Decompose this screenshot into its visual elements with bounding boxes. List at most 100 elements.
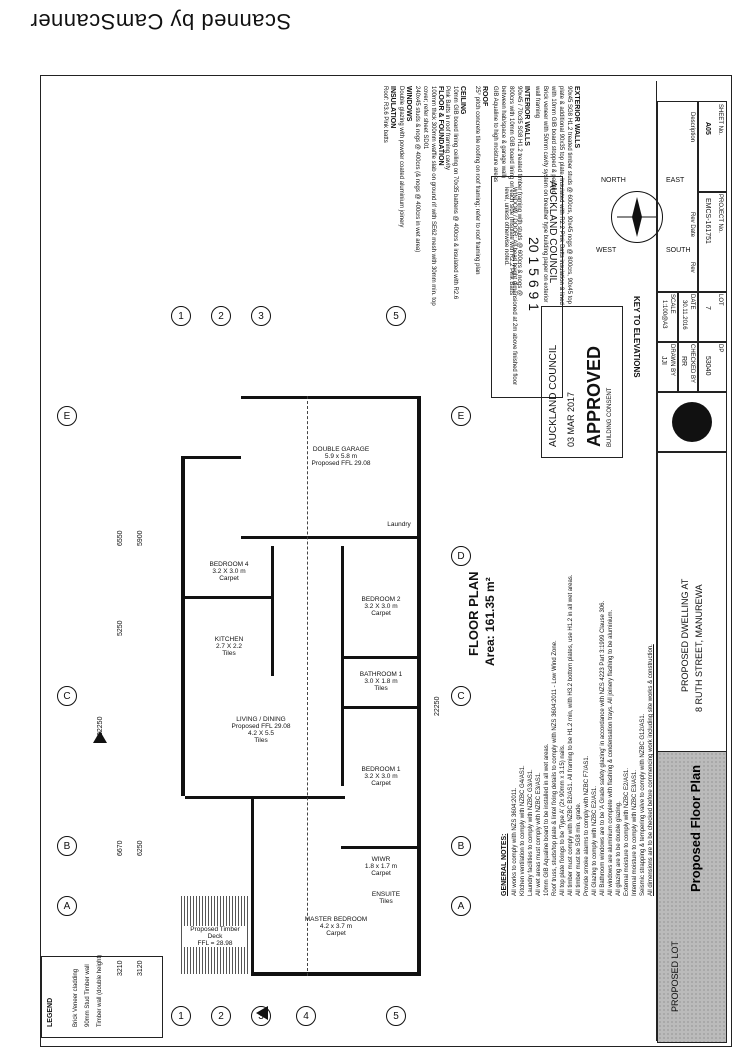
dim-6670: 6670 bbox=[117, 840, 124, 856]
grid-bubble-b-bottom: B bbox=[451, 836, 471, 856]
stamp-approved: APPROVED bbox=[584, 345, 604, 447]
grid-bubble-5-right: 5 bbox=[386, 306, 406, 326]
stamp-ref: 20 1 5 6 9 1 bbox=[526, 237, 542, 311]
compass-south: SOUTH bbox=[666, 247, 691, 254]
dim-6250: 6250 bbox=[137, 840, 144, 856]
grid-bubble-b: B bbox=[57, 836, 77, 856]
wall-bed4 bbox=[185, 596, 273, 599]
grid-bubble-c: C bbox=[57, 686, 77, 706]
spec-exterior-walls: EXTERIOR WALLS bbox=[573, 86, 580, 149]
dim-5900: 5900 bbox=[137, 530, 144, 546]
note-8: All timber must comply with NZBC B2/AS1.… bbox=[568, 574, 574, 896]
legend-item-1: Brick Veneer cladding bbox=[73, 968, 79, 1027]
note-12: All Bathroom windows are to be 'A Grade … bbox=[600, 600, 606, 896]
wall-corridor-l bbox=[271, 546, 274, 676]
grid-bubble-3-right: 3 bbox=[251, 306, 271, 326]
note-6: Roof truss, studs/top plate & lintel fix… bbox=[552, 640, 558, 896]
dim-5250: 5250 bbox=[117, 620, 124, 636]
grid-bubble-e-bottom: E bbox=[451, 406, 471, 426]
corridor-centerline bbox=[307, 396, 308, 976]
note-3: Laundry facilities to comply with NZBC G… bbox=[528, 769, 534, 896]
note-5: 10mm GIB Aqualine board to be installed … bbox=[544, 743, 550, 896]
stamp-date: 03 MAR 2017 bbox=[566, 391, 576, 447]
wall-garage bbox=[241, 536, 421, 539]
grid-bubble-a-bottom: A bbox=[451, 896, 471, 916]
tb-sheet-title: Proposed Floor Plan PROPOSED LOT bbox=[657, 751, 727, 1043]
tb-project: PROPOSED DWELLING AT 8 RUTH STREET, MANU… bbox=[657, 451, 727, 753]
wall-living bbox=[185, 796, 345, 799]
note-10: Provide smoke alarms to comply with NZBC… bbox=[584, 755, 590, 896]
grid-bubble-1-right: 1 bbox=[171, 306, 191, 326]
grid-bubble-4: 4 bbox=[296, 1006, 316, 1026]
compass-north: NORTH bbox=[601, 177, 626, 184]
note-4: All wet areas must comply with NZBC E3/A… bbox=[536, 772, 542, 896]
spec-floor: FLOOR & FOUNDATION bbox=[437, 86, 444, 166]
spec-interior-walls: INTERIOR WALLS bbox=[523, 86, 530, 146]
note-18: All dimensions are to be checked before … bbox=[648, 644, 654, 896]
north-arrow bbox=[611, 191, 663, 243]
key-to-elevations: KEY TO ELEVATIONS bbox=[632, 296, 641, 378]
spec-floor-1: 100mm thick 300mm waffle slab on ground … bbox=[422, 86, 436, 306]
note-16: Internal moisture to comply with NZBC E3… bbox=[632, 769, 638, 896]
floor-plan-title: FLOOR PLAN bbox=[466, 571, 481, 657]
note-2: Kitchen ventilation to comply with NZBC … bbox=[520, 765, 526, 896]
general-notes: GENERAL NOTES: All works to comply with … bbox=[501, 476, 654, 897]
floor-plan-area: Area: 161.35 m² bbox=[483, 577, 497, 666]
spec-roof-1: 25° pitch concrete tile roofing on roof … bbox=[474, 86, 480, 275]
grid-bubble-e: E bbox=[57, 406, 77, 426]
wall-master bbox=[251, 796, 254, 976]
council-stamp: AUCKLAND COUNCIL 20 1 5 6 9 1 WINDOW / D… bbox=[491, 176, 563, 398]
grid-bubble-c-bottom: C bbox=[451, 686, 471, 706]
grid-bubble-5: 5 bbox=[386, 1006, 406, 1026]
tb-date: DATE 30.11.2016 bbox=[677, 291, 699, 343]
tb-sheet-no: SHEET No. A05 bbox=[697, 101, 727, 193]
room-laundry: Laundry bbox=[387, 521, 411, 528]
compass-icon bbox=[617, 197, 657, 237]
spec-insulation-1: Roof: R3.6 Pink batts bbox=[382, 86, 388, 143]
scanner-watermark: Scanned by CamScanner bbox=[30, 9, 292, 34]
spec-windows-1: Double glazing with powder coated alumin… bbox=[398, 86, 404, 228]
wall-kitchen bbox=[181, 456, 241, 459]
approved-stamp: AUCKLAND COUNCIL 03 MAR 2017 APPROVED BU… bbox=[541, 306, 623, 458]
title-block: DRAWN BY JJI CHECKED BY RR DP 53040 SCAL… bbox=[656, 81, 727, 1043]
legend-item-3: Timber wall (double height) bbox=[97, 954, 103, 1027]
grid-bubble-a: A bbox=[57, 896, 77, 916]
tb-logo bbox=[657, 391, 727, 453]
note-1: All works to comply with NZS 3604:2011. bbox=[512, 787, 518, 896]
spec-windows: WINDOWS bbox=[405, 86, 412, 122]
tb-project-no: PROJECT No. EMCS-161751 bbox=[697, 191, 727, 293]
stamp-council-2: AUCKLAND COUNCIL bbox=[548, 344, 559, 447]
grid-bubble-1: 1 bbox=[171, 1006, 191, 1026]
wall-wiwr bbox=[341, 846, 419, 849]
firm-logo-icon bbox=[672, 402, 712, 442]
spec-ceiling: CEILING bbox=[459, 86, 466, 115]
grid-bubble-2: 2 bbox=[211, 1006, 231, 1026]
stamp-sub: BUILDING CONSENT bbox=[607, 387, 613, 447]
note-15: External moisture to comply with NZBC E2… bbox=[624, 767, 630, 896]
note-17: Seismic strapping & tempering valve to c… bbox=[640, 713, 646, 896]
legend-title: LEGEND bbox=[47, 997, 54, 1027]
compass-east: EAST bbox=[666, 177, 685, 184]
general-notes-title: GENERAL NOTES: bbox=[501, 833, 508, 897]
wall-bottom bbox=[251, 972, 421, 976]
grid-bubble-2-right: 2 bbox=[211, 306, 231, 326]
spec-floor-2: 240x45 studs & nogs @ 400crs (& nogs @ 4… bbox=[414, 86, 420, 253]
stamp-council: AUCKLAND COUNCIL bbox=[547, 181, 558, 284]
dim-6550: 6550 bbox=[117, 530, 124, 546]
note-14: All glazing are to be double glazing. bbox=[616, 801, 622, 896]
tb-rev: Rev Rev Date Description bbox=[657, 101, 699, 293]
spec-insulation: INSULATION bbox=[389, 86, 396, 129]
tb-dp: DP 53040 bbox=[697, 341, 727, 393]
tb-scale: SCALE 1:100@A3 bbox=[657, 291, 679, 343]
